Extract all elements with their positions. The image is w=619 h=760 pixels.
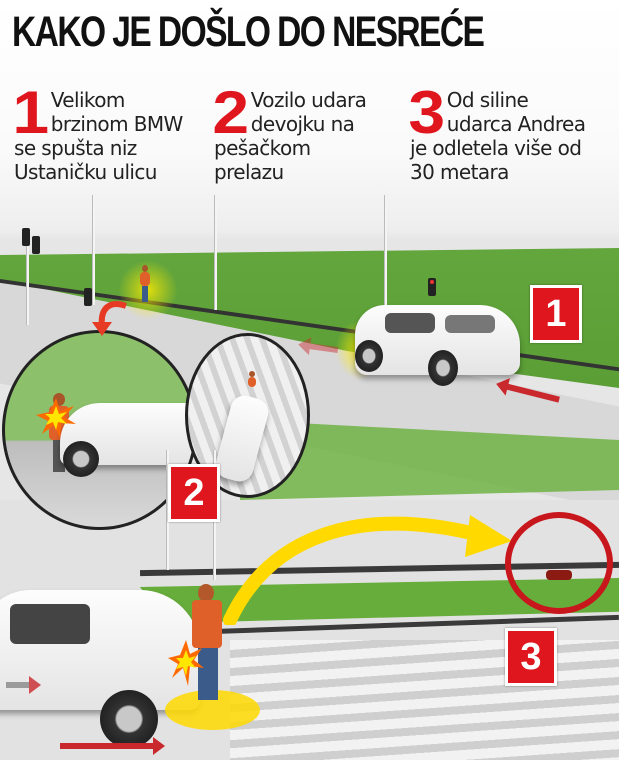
step-1-description: 1 Velikom brzinom BMW se spušta niz Usta… (12, 79, 183, 185)
step-2-description: 2 Vozilo udara devojku na pešačkom prela… (212, 79, 367, 185)
traffic-light-icon (84, 288, 92, 306)
street-pole (92, 195, 95, 305)
traffic-light-icon (428, 278, 436, 296)
collision-burst-icon (168, 640, 204, 686)
page-title: KAKO JE DOŠLO DO NESREĆE (12, 8, 485, 56)
step-badge-2: 2 (168, 464, 220, 522)
step-2-number: 2 (212, 79, 249, 146)
curved-arrow-icon (92, 301, 128, 336)
collision-burst-icon (36, 398, 76, 438)
pedestrian-highlight (118, 260, 178, 320)
landing-marker-icon (505, 512, 613, 614)
step-3-number: 3 (408, 79, 445, 146)
street-pole (214, 195, 217, 310)
zoom-lens-top-view (185, 333, 310, 498)
step-1-number: 1 (12, 79, 49, 146)
car-wheel (355, 340, 383, 372)
step-badge-1: 1 (530, 285, 582, 343)
car-bmw-impact (0, 590, 200, 710)
direction-arrow-icon (60, 737, 165, 755)
traffic-light-icon (32, 236, 40, 254)
traffic-light-pole (26, 240, 29, 325)
direction-arrow-icon (6, 676, 41, 694)
sign-pole (166, 450, 169, 570)
car-wheel (100, 690, 158, 748)
step-badge-3: 3 (505, 628, 557, 686)
traffic-light-icon (22, 228, 30, 246)
car-wheel (428, 350, 458, 386)
victim-figure (546, 570, 572, 580)
step-3-description: 3 Od siline udarca Andrea je odletela vi… (408, 79, 586, 185)
crosswalk (230, 640, 619, 760)
trajectory-arrow-icon (223, 515, 512, 625)
street-pole (384, 195, 387, 315)
